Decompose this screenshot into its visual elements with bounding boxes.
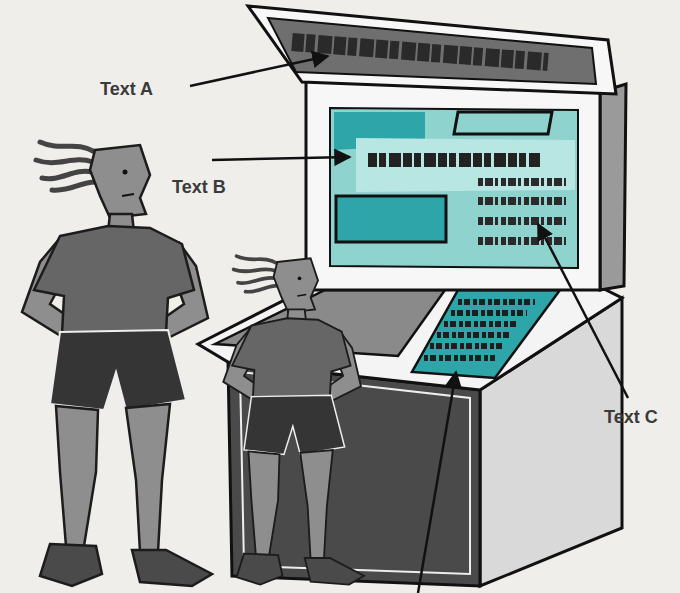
callout-label: Text C [604, 408, 658, 426]
illegible-text [424, 302, 535, 358]
keypad-panel [412, 290, 560, 378]
leader-arrow [418, 372, 456, 593]
large-person [22, 142, 212, 586]
illegible-header [292, 42, 548, 62]
kiosk-lid [248, 6, 616, 94]
callout-label: Text B [172, 178, 226, 196]
display-button [454, 112, 552, 134]
display-screen [330, 108, 578, 268]
header-panel [268, 18, 596, 84]
small-person [223, 256, 364, 585]
callout-label: Text A [100, 80, 153, 98]
leader-arrow [190, 56, 328, 86]
leader-arrow [212, 157, 350, 160]
leader-arrow [538, 224, 628, 398]
cabinet-side [600, 84, 626, 290]
illegible-list [478, 182, 566, 241]
display-box [336, 196, 446, 242]
illegible-heading [368, 153, 540, 167]
